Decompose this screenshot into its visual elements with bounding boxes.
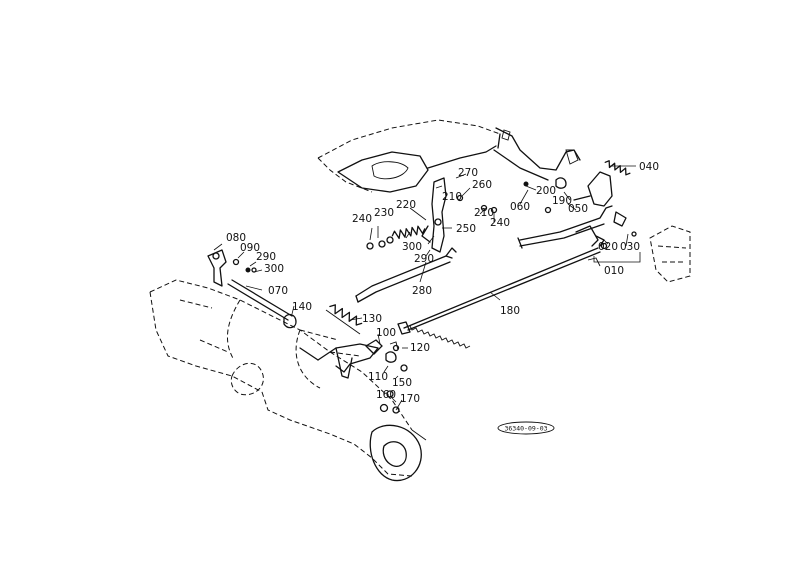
- leader-lines: [213, 165, 636, 411]
- spring-220: [391, 225, 426, 240]
- right-frame-outline: [649, 225, 691, 283]
- spring-040: [604, 160, 631, 176]
- brake-lever-assembly: [299, 339, 399, 379]
- callout-020: 020: [598, 241, 618, 253]
- callout-010: 010: [604, 265, 624, 277]
- rod-180: [397, 247, 601, 349]
- callout-260: 260: [472, 179, 492, 191]
- spring-130: [325, 304, 363, 335]
- callout-060: 060: [510, 201, 530, 213]
- callout-120: 120: [410, 342, 430, 354]
- callout-030: 030: [620, 241, 640, 253]
- callout-140: 140: [292, 301, 312, 313]
- callout-050: 050: [568, 203, 588, 215]
- callout-200: 200: [536, 185, 556, 197]
- callout-080: 080: [226, 232, 246, 244]
- callout-100: 100: [376, 327, 396, 339]
- pedal-assembly: [517, 171, 627, 267]
- callout-040: 040: [639, 161, 659, 173]
- callout-280: 280: [412, 285, 432, 297]
- reference-code: 36340-09-03: [504, 425, 547, 433]
- callout-130: 130: [362, 313, 382, 325]
- callout-210: 210: [442, 191, 462, 203]
- rod-280: [355, 247, 457, 303]
- small-parts: [251, 181, 637, 414]
- shaft-070-assembly: [207, 249, 297, 329]
- callout-labels: 040 200 270 260 210 220 230 240 060 190 …: [226, 161, 659, 405]
- callout-300: 300: [402, 241, 422, 253]
- callout-110: 110: [368, 371, 388, 383]
- callout-230: 230: [374, 207, 394, 219]
- callout-160: 160: [376, 389, 396, 401]
- callout-290-b: 290: [256, 251, 276, 263]
- callout-170: 170: [400, 393, 420, 405]
- callout-180: 180: [500, 305, 520, 317]
- callout-210-b: 210: [474, 207, 494, 219]
- frame-outline: [317, 119, 581, 193]
- callout-240-b: 240: [490, 217, 510, 229]
- callout-290: 290: [414, 253, 434, 265]
- callout-250: 250: [456, 223, 476, 235]
- callout-150: 150: [392, 377, 412, 389]
- callout-090: 090: [240, 242, 260, 254]
- reference-stamp: 36340-09-03: [497, 421, 555, 435]
- callout-220: 220: [396, 199, 416, 211]
- callout-070: 070: [268, 285, 288, 297]
- callout-240: 240: [352, 213, 372, 225]
- callout-190: 190: [552, 195, 572, 207]
- lever-250: [421, 177, 447, 253]
- group-bracket-010: [593, 252, 641, 263]
- callout-300-b: 300: [264, 263, 284, 275]
- callout-270: 270: [458, 167, 478, 179]
- axle-housing: [149, 279, 427, 482]
